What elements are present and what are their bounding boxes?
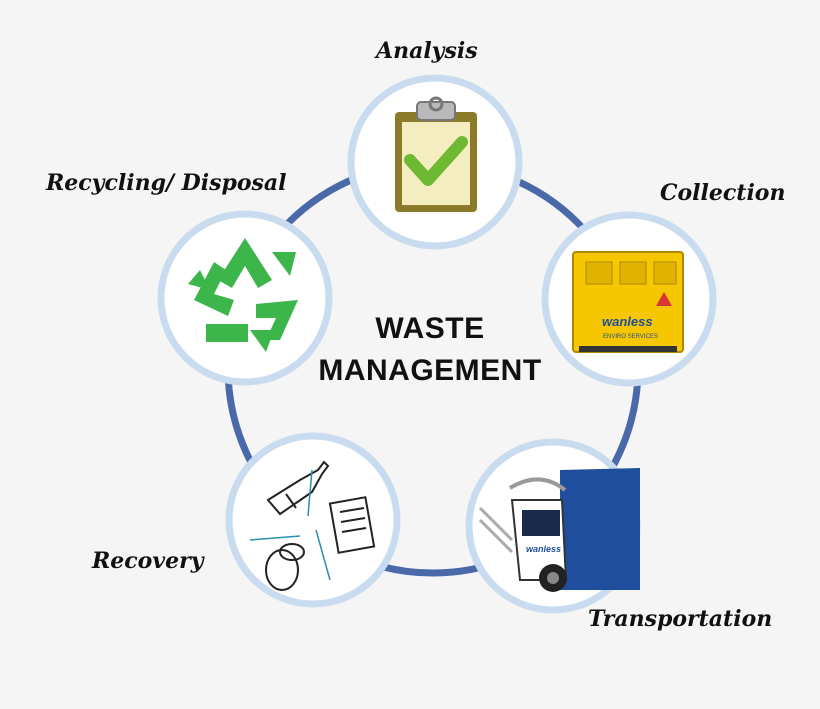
recycling-node (157, 210, 333, 386)
label-transportation: Transportation (588, 606, 773, 632)
bin-sub: ENVIRO SERVICES (603, 334, 658, 340)
waste-bin-icon: wanless ENVIRO SERVICES (572, 251, 684, 353)
transportation-node: wanless (465, 438, 641, 614)
bin-brand: wanless (602, 314, 653, 329)
recovery-node (225, 432, 401, 608)
truck-brand: wanless (526, 544, 561, 554)
center-title: WASTE MANAGEMENT (280, 308, 580, 392)
analysis-node (347, 74, 523, 250)
center-title-line2: MANAGEMENT (318, 354, 542, 387)
label-collection: Collection (660, 180, 786, 206)
recyclables-sketch-icon (249, 460, 376, 591)
garbage-truck-icon: wanless (478, 468, 640, 592)
label-analysis: Analysis (376, 38, 478, 64)
label-recovery: Recovery (92, 548, 204, 574)
recycle-icon (188, 238, 298, 352)
clipboard-check-icon (395, 96, 477, 212)
center-title-line1: WASTE (375, 312, 485, 345)
collection-node: wanless ENVIRO SERVICES (541, 211, 717, 387)
label-recycling-disposal: Recycling/ Disposal (46, 170, 287, 196)
